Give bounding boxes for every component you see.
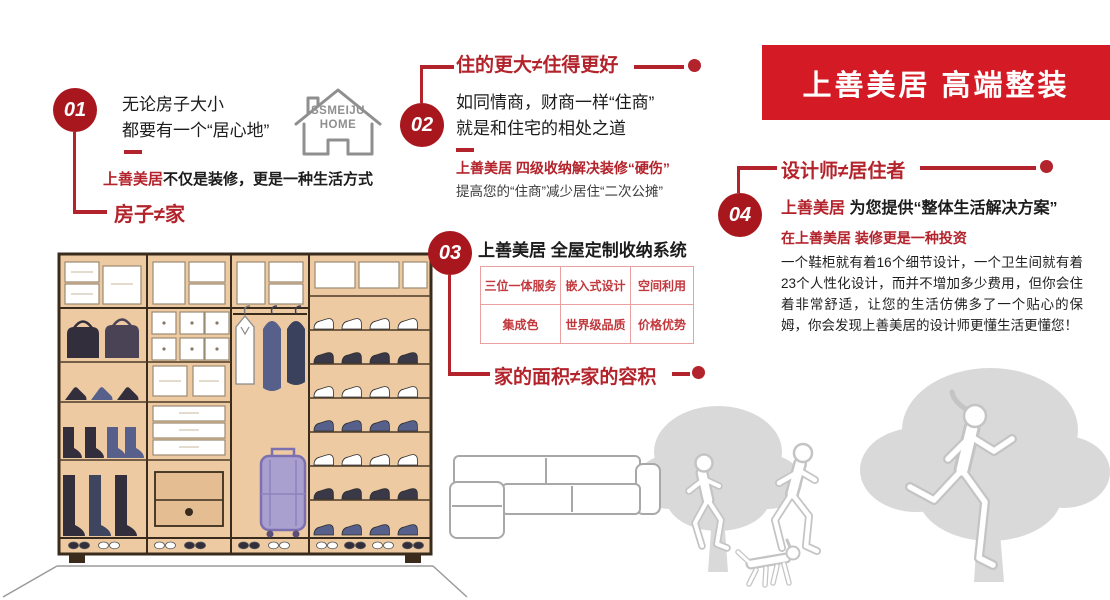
step-01-tagline-rest: 不仅是装修，更是一种生活方式 bbox=[163, 171, 374, 188]
step-04-lead: 上善美居 为您提供“整体生活解决方案” bbox=[781, 194, 1057, 218]
step-04-body: 一个鞋柜就有着16个细节设计，一个卫生间就有着23个人性化设计，而并不增加多少费… bbox=[781, 255, 1083, 333]
step-01-dash bbox=[124, 150, 142, 154]
outdoor-scene-illustration bbox=[636, 368, 1110, 588]
banner-title: 上善美居 高端整装 bbox=[802, 69, 1070, 102]
step-04-badge: 04 bbox=[718, 193, 762, 237]
connector-03-horizontal bbox=[448, 372, 490, 376]
connector-02-tail bbox=[634, 65, 684, 69]
step-01-slogan: 房子≠家 bbox=[114, 204, 185, 226]
step-01-tagline-red: 上善美居 bbox=[103, 171, 164, 188]
connector-02-horizontal bbox=[420, 65, 454, 69]
banner: 上善美居 高端整装 bbox=[762, 45, 1110, 120]
accent-dot-04 bbox=[1040, 160, 1053, 173]
connector-03-vertical bbox=[448, 275, 451, 376]
step-02-badge: 02 bbox=[400, 103, 444, 147]
step-01-text: 无论房子大小 都要有一个“居心地” bbox=[122, 92, 269, 144]
step-02-dash bbox=[456, 148, 474, 152]
step-02-headline: 住的更大≠住得更好 bbox=[456, 55, 619, 76]
step-02-number: 02 bbox=[410, 113, 434, 136]
step-04-lead-red: 上善美居 bbox=[781, 200, 846, 217]
connector-04-tail bbox=[920, 166, 1036, 170]
running-child-illustration bbox=[771, 442, 821, 555]
dog-illustration bbox=[735, 538, 801, 588]
running-woman-illustration bbox=[905, 389, 1017, 570]
step-03-slogan: 家的面积≠家的容积 bbox=[494, 367, 657, 388]
table-cell: 空间利用 bbox=[631, 267, 693, 305]
accent-dot-02 bbox=[688, 59, 701, 72]
home-icon: SSMEIJU HOME bbox=[294, 88, 382, 156]
step-02-line1: 如同情商，财商一样“住商” bbox=[456, 93, 655, 112]
sofa-illustration bbox=[449, 455, 661, 539]
table-cell: 集成色 bbox=[481, 305, 561, 343]
step-04-invest-line: 在上善美居 装修更是一种投资 bbox=[781, 230, 967, 246]
connector-02-vertical bbox=[420, 68, 423, 103]
step-04-number: 04 bbox=[728, 203, 752, 226]
logo-text-line1: SSMEIJU bbox=[311, 105, 365, 117]
step-03-feature-table: 三位一体服务 嵌入式设计 空间利用 集成色 世界级品质 价格优势 bbox=[480, 266, 694, 344]
step-02-note-red: 上善美居 四级收纳解决装修“硬伤” bbox=[456, 160, 670, 176]
step-02-text: 如同情商，财商一样“住商” 就是和住宅的相处之道 bbox=[456, 90, 654, 142]
wardrobe-illustration bbox=[57, 252, 433, 563]
step-01-line1: 无论房子大小 bbox=[122, 95, 224, 114]
connector-01-vertical bbox=[73, 132, 76, 214]
connector-01-horizontal bbox=[73, 210, 107, 214]
table-cell: 嵌入式设计 bbox=[561, 267, 631, 305]
table-cell: 价格优势 bbox=[637, 317, 686, 332]
step-04-headline: 设计师≠居住者 bbox=[781, 161, 906, 182]
accent-dot-03 bbox=[692, 366, 705, 379]
step-02-line2: 就是和住宅的相处之道 bbox=[456, 119, 626, 138]
table-cell: 世界级品质 bbox=[561, 305, 631, 343]
step-03-badge: 03 bbox=[428, 231, 472, 275]
step-01-number: 01 bbox=[63, 98, 87, 121]
connector-03-tail bbox=[672, 372, 690, 376]
logo-text-line2: HOME bbox=[320, 119, 357, 131]
step-04-lead-rest: 为您提供“整体生活解决方案” bbox=[845, 200, 1058, 217]
connector-04-vertical bbox=[737, 168, 740, 193]
connector-04-horizontal bbox=[737, 166, 777, 170]
step-01-tagline: 上善美居不仅是装修，更是一种生活方式 bbox=[103, 168, 373, 189]
step-01-badge: 01 bbox=[53, 88, 97, 132]
running-child-illustration bbox=[685, 453, 731, 552]
step-03-number: 03 bbox=[438, 241, 462, 264]
step-03-title: 上善美居 全屋定制收纳系统 bbox=[478, 241, 687, 260]
table-cell: 三位一体服务 bbox=[481, 267, 561, 305]
step-02-note-sub: 提高您的“住商”减少居住“二次公摊” bbox=[456, 184, 663, 199]
step-01-line2: 都要有一个“居心地” bbox=[122, 121, 270, 140]
